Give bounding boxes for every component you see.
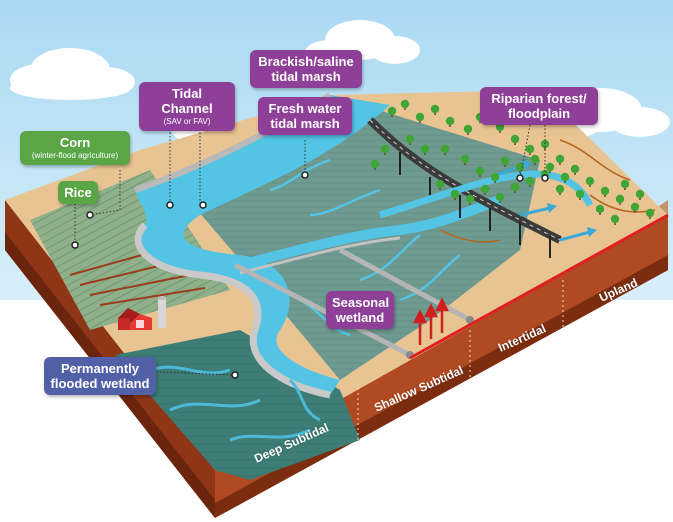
callout-brackish-marsh: Brackish/saline tidal marsh (250, 50, 362, 88)
leader-dot-icon (301, 171, 309, 179)
tree-icon (585, 176, 595, 187)
tree-icon (620, 179, 630, 190)
tree-icon (415, 112, 425, 123)
tidal-channel-title: Tidal Channel (161, 86, 213, 116)
corn-title: Corn (59, 135, 91, 150)
tree-icon (560, 172, 570, 183)
tree-icon (420, 144, 430, 155)
flow-arrow-icon (519, 203, 557, 217)
tree-icon (490, 172, 500, 183)
tree-icon (515, 162, 525, 173)
tree-icon (465, 194, 475, 205)
tree-icon (405, 134, 415, 145)
arrow-up-icon (423, 303, 439, 339)
intertidal-boundary-line (409, 213, 669, 360)
tree-icon (555, 184, 565, 195)
fresh-line-1: Fresh water (268, 101, 342, 116)
tree-icon (510, 182, 520, 193)
tree-icon (570, 164, 580, 175)
tree-icon (630, 202, 640, 213)
tidal-channel-water (135, 95, 390, 395)
tree-icon (445, 116, 455, 127)
leader-dot-icon (199, 201, 207, 209)
tree-icon (595, 204, 605, 215)
tree-icon (400, 99, 410, 110)
tidal-channel-subtitle: (SAV or FAV) (163, 117, 211, 126)
callout-riparian: Riparian forest/ floodplain (480, 87, 598, 125)
tree-icon (600, 186, 610, 197)
tree-icon (380, 144, 390, 155)
tree-icon (480, 184, 490, 195)
brackish-line-1: Brackish/saline (258, 54, 354, 69)
cloud-icon (10, 48, 135, 100)
tree-icon (545, 162, 555, 173)
tree-icon (635, 189, 645, 200)
tree-icon (500, 156, 510, 167)
levee (233, 247, 474, 359)
tree-icon (575, 189, 585, 200)
tree-icon (645, 208, 655, 219)
leader-dot-icon (71, 241, 79, 249)
leader-dot-icon (516, 174, 524, 182)
tree-icon (435, 179, 445, 190)
permanent-line-1: Permanently (60, 361, 140, 376)
tree-icon (555, 154, 565, 165)
seasonal-line-2: wetland (335, 310, 385, 325)
callout-corn: Corn (winter-flood agriculture) (20, 131, 130, 165)
permanent-line-2: flooded wetland (50, 376, 150, 391)
leader-dot-icon (166, 201, 174, 209)
rice-title: Rice (64, 185, 92, 200)
brackish-line-2: tidal marsh (271, 69, 341, 84)
rice-corn-fields (30, 170, 230, 330)
riparian-line-2: floodplain (507, 106, 571, 121)
elevated-highway (367, 117, 562, 258)
riparian-line-1: Riparian forest/ (491, 91, 587, 106)
silo-icon (158, 296, 166, 328)
callout-fresh-marsh: Fresh water tidal marsh (258, 97, 352, 135)
tree-icon (530, 154, 540, 165)
callout-permanent-wetland: Permanently flooded wetland (44, 357, 156, 395)
tree-icon (450, 189, 460, 200)
seasonal-line-1: Seasonal (332, 295, 390, 310)
barn-icon (118, 308, 152, 330)
leader-dot-icon (231, 371, 239, 379)
arrow-up-icon (412, 309, 428, 345)
corn-subtitle: (winter-flood agriculture) (31, 151, 119, 160)
tree-icon (387, 106, 397, 117)
tree-icon (460, 154, 470, 165)
arrow-up-icon (434, 297, 450, 333)
tree-icon (615, 194, 625, 205)
callout-seasonal-wetland: Seasonal wetland (326, 291, 394, 329)
leader-dot-icon (541, 174, 549, 182)
tree-icon (510, 134, 520, 145)
tree-icon (610, 214, 620, 225)
fresh-line-2: tidal marsh (270, 116, 340, 131)
tree-icon (475, 166, 485, 177)
tree-icon (525, 176, 535, 187)
tree-icon (430, 104, 440, 115)
flow-arrow-icon (559, 227, 597, 242)
tree-icon (370, 159, 380, 170)
callout-rice: Rice (58, 181, 98, 204)
tree-icon (440, 144, 450, 155)
callout-tidal-channel: Tidal Channel (SAV or FAV) (139, 82, 235, 131)
leader-dot-icon (86, 211, 94, 219)
tree-icon (495, 192, 505, 203)
tree-icon (463, 124, 473, 135)
tree-icon (525, 144, 535, 155)
